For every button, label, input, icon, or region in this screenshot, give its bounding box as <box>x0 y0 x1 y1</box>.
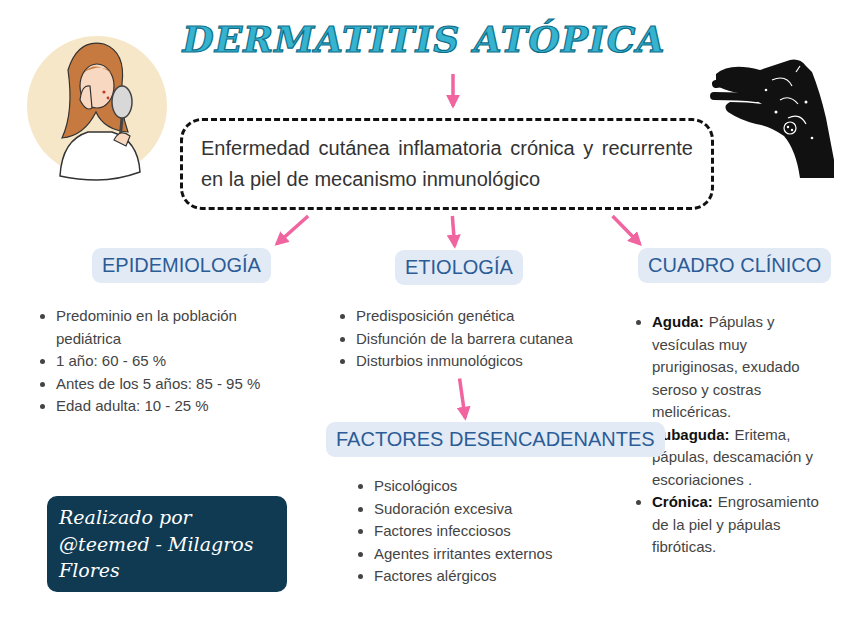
flow-arrow <box>460 379 466 419</box>
section-node: ETIOLOGÍA Predisposición genéticaDisfunci… <box>340 250 584 373</box>
bullet-text: Factores infecciosos <box>374 522 511 539</box>
bullet-item: Factores infecciosos <box>374 520 616 543</box>
bullet-item: Factores alérgicos <box>374 565 616 588</box>
stage-label: Aguda: <box>652 313 704 330</box>
bullet-item: Disfunción de la barrera cutanea <box>356 328 584 351</box>
heading-row: EPIDEMIOLOGÍA <box>92 248 284 283</box>
diagram-title: DERMATITIS ATÓPICA <box>0 18 848 60</box>
hand-illustration <box>714 60 834 178</box>
section-heading: FACTORES DESENCADENANTES <box>326 422 665 457</box>
title-arrow <box>451 74 455 106</box>
bullet-text: Disfunción de la barrera cutanea <box>356 330 573 347</box>
bullet-text: Sudoración excesiva <box>374 500 512 517</box>
bullet-list: Predominio en la población pediátrica 1 a… <box>40 305 284 418</box>
definition-box: Enfermedad cutánea inflamatoria crónica … <box>180 118 714 210</box>
bullet-item: Predominio en la población pediátrica <box>56 305 284 350</box>
bullet-item: Predisposición genética <box>356 305 584 328</box>
section-node: CUADRO CLÍNICO Aguda:Pápulas y vesículas … <box>636 248 832 559</box>
bullet-text: Factores alérgicos <box>374 567 497 584</box>
bullet-item: Agentes irritantes externos <box>374 543 616 566</box>
flow-arrow <box>277 216 308 244</box>
stage-label: Crónica: <box>652 493 713 510</box>
node-text: Realizado por @teemed - Milagros Flores <box>59 504 275 584</box>
bullet-text: Disturbios inmunológicos <box>356 352 523 369</box>
bullet-item: Edad adulta: 10 - 25 % <box>56 395 284 418</box>
bullet-item: 1 año: 60 - 65 % <box>56 350 284 373</box>
bullet-item: Aguda:Pápulas y vesículas muy pruriginos… <box>652 311 832 424</box>
bullet-list: Aguda:Pápulas y vesículas muy pruriginos… <box>636 311 832 559</box>
section-heading: ETIOLOGÍA <box>395 250 523 285</box>
bullet-text: Predisposición genética <box>356 307 514 324</box>
bullet-item: Antes de los 5 años: 85 - 95 % <box>56 373 284 396</box>
bullet-item: Psicológicos <box>374 475 616 498</box>
bullet-text: Agentes irritantes externos <box>374 545 552 562</box>
bullet-text: Edad adulta: 10 - 25 % <box>56 397 209 414</box>
section-node: FACTORES DESENCADENANTES PsicológicosSudo… <box>326 422 616 588</box>
bullet-text: 1 año: 60 - 65 % <box>56 352 166 369</box>
heading-row: CUADRO CLÍNICO <box>638 248 832 283</box>
section-node: EPIDEMIOLOGÍA Predominio en la población … <box>40 248 284 418</box>
section-heading: EPIDEMIOLOGÍA <box>92 248 271 283</box>
node-text: Enfermedad cutánea inflamatoria crónica … <box>201 133 693 195</box>
flow-arrow <box>613 216 640 244</box>
heading-row: ETIOLOGÍA <box>395 250 584 285</box>
bullet-item: Sudoración excesiva <box>374 498 616 521</box>
woman-illustration <box>27 36 167 180</box>
bullet-item: Crónica:Engrosamiento de la piel y pápul… <box>652 491 832 559</box>
bullet-list: Predisposición genéticaDisfunción de la … <box>340 305 584 373</box>
bullet-text: Predominio en la población pediátrica <box>56 307 237 347</box>
bullet-text: Antes de los 5 años: 85 - 95 % <box>56 375 260 392</box>
bullet-text: Psicológicos <box>374 477 457 494</box>
bullet-item: Subaguda:Eritema, pápulas, descamación y… <box>652 424 832 492</box>
flow-arrow <box>452 216 454 246</box>
section-heading: CUADRO CLÍNICO <box>638 248 831 283</box>
bullet-list: PsicológicosSudoración excesivaFactores … <box>358 475 616 588</box>
credit-box: Realizado por @teemed - Milagros Flores <box>47 496 287 592</box>
heading-row: FACTORES DESENCADENANTES <box>326 422 616 457</box>
bullet-item: Disturbios inmunológicos <box>356 350 584 373</box>
